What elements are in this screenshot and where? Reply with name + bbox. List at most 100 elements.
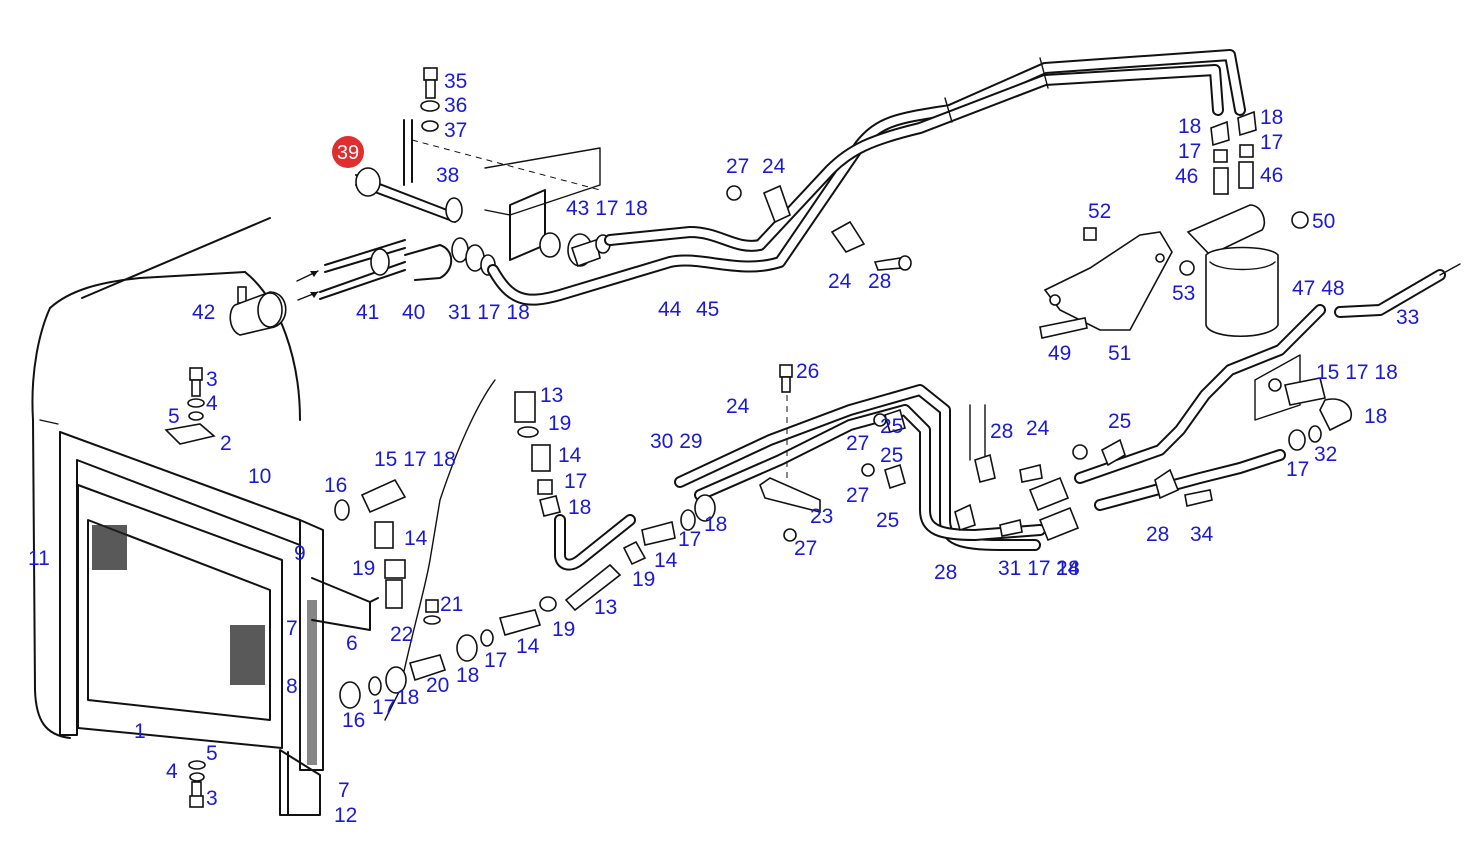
callout: 18 — [568, 496, 591, 519]
callout: 4 — [166, 760, 178, 783]
callout: 28 — [1146, 523, 1169, 546]
callout: 25 — [1108, 410, 1131, 433]
callout: 6 — [346, 632, 358, 655]
callout: 27 — [846, 432, 869, 455]
right-clamps — [861, 354, 1352, 542]
callout: 18 — [456, 664, 479, 687]
callout: 12 — [334, 804, 357, 827]
callout: 10 — [248, 465, 271, 488]
callout: 13 — [540, 384, 563, 407]
callout: 17 — [564, 470, 587, 493]
callout: 33 — [1396, 306, 1419, 329]
callout: 41 — [356, 301, 379, 324]
callout: 31 17 18 — [998, 557, 1080, 580]
callout: 38 — [436, 164, 459, 187]
callout: 14 — [558, 444, 582, 467]
callout: 22 — [390, 623, 413, 646]
callout: 24 — [828, 270, 852, 293]
top-left-fittings — [229, 67, 611, 336]
callout: 17 — [372, 696, 395, 719]
callout: 42 — [192, 301, 215, 324]
callout: 15 17 18 — [1316, 361, 1398, 384]
callout: 25 — [880, 415, 903, 438]
callout: 17 — [1260, 131, 1283, 154]
callout: 45 — [696, 298, 719, 321]
callout: 28 — [934, 561, 957, 584]
callout: 32 — [1314, 443, 1337, 466]
center-fitting-chain — [334, 379, 716, 721]
callout: 5 — [206, 742, 218, 765]
callout: 24 — [726, 395, 750, 418]
lower-pipes — [554, 304, 1326, 612]
callout: 46 — [1260, 164, 1283, 187]
callout: 27 — [846, 484, 869, 507]
callout: 15 17 18 — [374, 448, 456, 471]
callout: 46 — [1175, 165, 1198, 188]
callout: 18 — [396, 686, 419, 709]
pipes-44-45 — [487, 49, 1246, 306]
callout: 14 — [516, 635, 540, 658]
callout: 24 — [762, 155, 786, 178]
callout: 24 — [1026, 417, 1050, 440]
callout: 16 — [324, 474, 347, 497]
callout: 18 — [704, 513, 727, 536]
callout: 36 — [444, 94, 467, 117]
callout: 19 — [632, 568, 655, 591]
callout: 17 — [484, 649, 507, 672]
callout: 18 — [1364, 405, 1387, 428]
radiator-frame — [59, 367, 379, 816]
callout: 37 — [444, 119, 467, 142]
callout: 14 — [654, 549, 678, 572]
callout: 9 — [294, 542, 306, 565]
callout: 34 — [1190, 523, 1214, 546]
tank-outline — [31, 217, 301, 739]
callout: 3 — [206, 368, 218, 391]
fuel-filter — [1039, 110, 1461, 339]
flow-arrows — [296, 270, 319, 301]
callout: 51 — [1108, 342, 1131, 365]
callout: 27 — [726, 155, 749, 178]
callout: 21 — [440, 593, 463, 616]
callout: 25 — [880, 444, 903, 467]
callout: 26 — [796, 360, 819, 383]
callout: 27 — [794, 537, 817, 560]
callout: 50 — [1312, 210, 1335, 233]
callout: 35 — [444, 70, 467, 93]
callout: 49 — [1048, 342, 1071, 365]
callout: 17 — [678, 528, 701, 551]
callout: 28 — [990, 420, 1013, 443]
callout: 30 29 — [650, 430, 703, 453]
callout: 3 — [206, 787, 218, 810]
callout: 19 — [548, 412, 571, 435]
callout: 7 — [286, 617, 298, 640]
callout: 31 17 18 — [448, 301, 530, 324]
callout: 2 — [220, 432, 232, 455]
callout: 47 48 — [1292, 277, 1345, 300]
callout: 43 17 18 — [566, 197, 648, 220]
callout: 13 — [594, 596, 617, 619]
callout: 24 — [1056, 557, 1080, 580]
callout: 18 — [1260, 106, 1283, 129]
callout: 40 — [402, 301, 425, 324]
callout: 20 — [426, 674, 449, 697]
callout: 1 — [134, 720, 146, 743]
callout: 19 — [352, 557, 375, 580]
highlight-badge: 39 — [332, 136, 364, 168]
callout-labels: 35 36 37 38 42 41 40 31 17 18 43 17 18 4… — [28, 70, 1419, 827]
callout: 53 — [1172, 282, 1195, 305]
callout: 28 — [868, 270, 891, 293]
callout: 19 — [552, 618, 575, 641]
callout: 16 — [342, 709, 365, 732]
callout: 11 — [28, 547, 50, 570]
highlight-label: 39 — [337, 142, 359, 164]
callout: 52 — [1088, 200, 1111, 223]
callout: 4 — [206, 392, 218, 415]
callout: 17 — [1286, 458, 1309, 481]
callout: 18 — [1178, 115, 1201, 138]
callout: 7 — [338, 779, 350, 802]
callout: 8 — [286, 675, 298, 698]
callout: 17 — [1178, 140, 1201, 163]
callout: 5 — [168, 405, 180, 428]
callout: 44 — [658, 298, 682, 321]
